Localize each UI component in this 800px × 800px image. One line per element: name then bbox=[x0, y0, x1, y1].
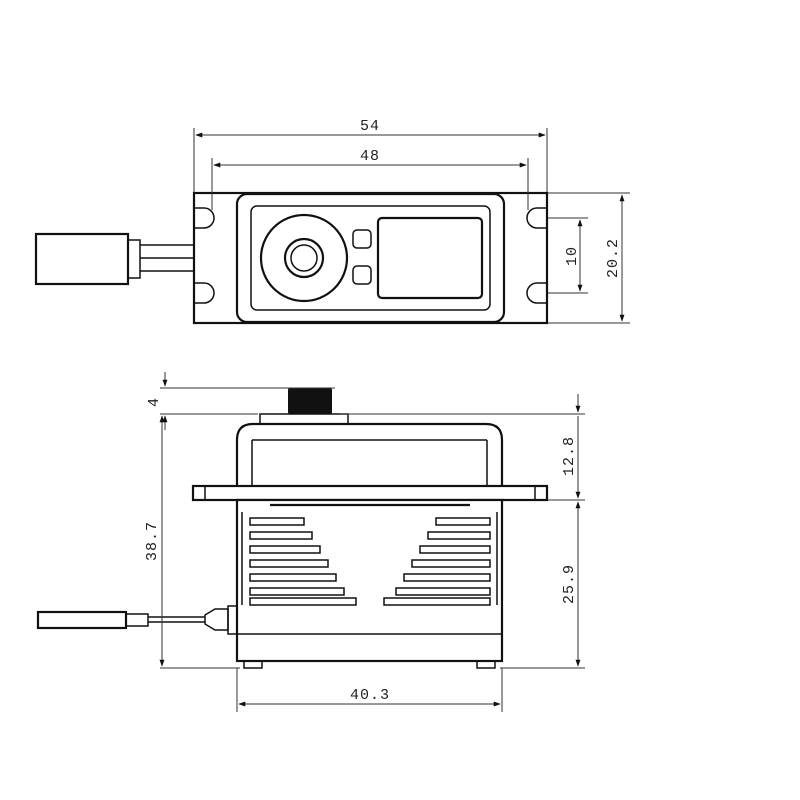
dim-mount-hole-vertical-spacing: 10 bbox=[548, 217, 588, 294]
top-view: 54 48 10 20.2 bbox=[34, 118, 630, 325]
indicator-square-upper bbox=[352, 229, 372, 249]
dim-label-spline-height: 4 bbox=[146, 397, 163, 407]
dim-label-mount-hole-vertical-spacing: 10 bbox=[564, 246, 581, 266]
top-view-flange bbox=[192, 191, 549, 325]
top-view-connector bbox=[34, 232, 194, 286]
side-mount-flange bbox=[191, 484, 549, 502]
cooling-fins-right bbox=[383, 512, 498, 606]
label-panel bbox=[376, 216, 484, 300]
dim-spline-height: 4 bbox=[146, 372, 335, 430]
dim-label-lower-case-height: 25.9 bbox=[561, 564, 578, 604]
output-spline bbox=[259, 213, 349, 303]
dim-total-height: 38.7 bbox=[144, 415, 240, 669]
dim-case-width: 40.3 bbox=[236, 668, 503, 712]
dim-label-overall-depth: 20.2 bbox=[605, 238, 622, 278]
dim-label-mount-hole-spacing: 48 bbox=[360, 148, 380, 165]
dim-overall-width: 54 bbox=[193, 118, 548, 192]
dim-mount-hole-spacing: 48 bbox=[211, 148, 529, 210]
dim-upper-case-height: 12.8 bbox=[340, 394, 585, 501]
side-cable-connector bbox=[36, 605, 238, 635]
dim-lower-case-height: 25.9 bbox=[500, 501, 585, 669]
dim-label-total-height: 38.7 bbox=[144, 521, 161, 561]
dim-label-overall-width: 54 bbox=[360, 118, 380, 135]
indicator-square-lower bbox=[352, 265, 372, 285]
side-output-spline bbox=[259, 388, 349, 425]
side-view: 4 38.7 12.8 25.9 40.3 bbox=[36, 372, 585, 712]
dim-label-upper-case-height: 12.8 bbox=[561, 436, 578, 476]
dim-label-case-width: 40.3 bbox=[350, 687, 390, 704]
upper-case bbox=[235, 422, 504, 486]
dim-overall-depth: 20.2 bbox=[548, 192, 630, 324]
cooling-fins-left bbox=[241, 512, 357, 606]
